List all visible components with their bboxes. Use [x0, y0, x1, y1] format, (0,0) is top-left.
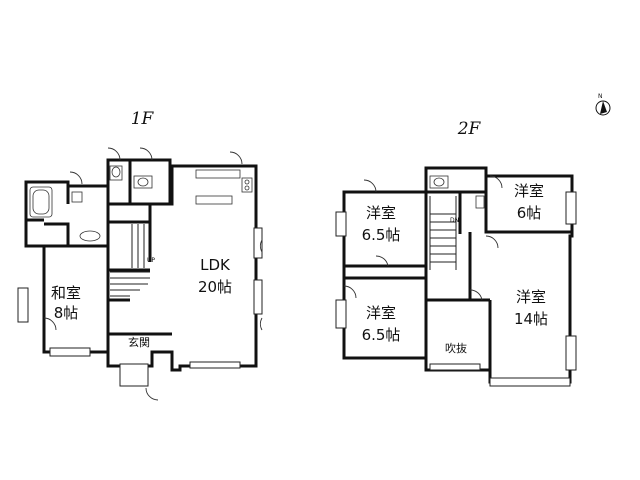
- exterior-wall-2f: [342, 166, 574, 384]
- stair-up-mark: UP: [147, 257, 155, 264]
- window-washitsu-west: [17, 287, 29, 323]
- door-swing-2f-2: [375, 255, 389, 267]
- bathtub-inner-icon: [32, 189, 50, 215]
- stair-down-mark: DN: [450, 217, 459, 224]
- floor-2f: 2F DN 洋室 6.5帖 洋室 6.5帖 吹抜: [335, 119, 577, 387]
- bathtub-icon: [29, 186, 53, 218]
- door-swing-7: [260, 317, 263, 331]
- window-fukinuke-south: [429, 363, 481, 371]
- stove-icon: [241, 177, 253, 193]
- window-room2-west: [335, 299, 347, 329]
- door-swing-2f-1: [363, 179, 377, 193]
- north-arrow-icon: N: [595, 93, 611, 116]
- burner-icon-2: [244, 185, 250, 191]
- toilet-bowl-icon: [111, 166, 121, 178]
- door-swing-4: [69, 171, 83, 185]
- window-room3-east: [565, 191, 577, 225]
- room-yoshitsu-3-name: 洋室: [514, 182, 544, 200]
- toilet-icon: [137, 177, 149, 187]
- window-ldk-south: [189, 361, 241, 369]
- window-washitsu-south: [49, 347, 91, 357]
- interior-wall-2f: [344, 176, 572, 382]
- door-swing-8: [145, 387, 159, 401]
- toilet-icon-2: [109, 165, 123, 181]
- burner-icon: [244, 179, 250, 185]
- sink-icon: [79, 230, 101, 242]
- room-ldk-name: LDK: [200, 256, 231, 274]
- room-yoshitsu-2-name: 洋室: [366, 304, 396, 322]
- toilet-room-fixture-2f: [429, 175, 449, 189]
- door-swing-3: [229, 151, 243, 165]
- room-yoshitsu-4-size: 14帖: [514, 310, 548, 328]
- kitchen-island: [195, 195, 233, 205]
- door-swing-1: [107, 147, 121, 161]
- washing-machine-icon: [71, 191, 83, 203]
- door-swing-6: [260, 239, 263, 253]
- floor-label-2f: 2F: [457, 119, 482, 139]
- window-ldk-east-1: [253, 227, 263, 259]
- door-swing-2f-6: [469, 289, 483, 301]
- room-yoshitsu-1-size: 6.5帖: [362, 226, 401, 244]
- room-fukinuke-name: 吹抜: [445, 341, 467, 355]
- window-room4-east: [565, 335, 577, 371]
- room-yoshitsu-4-name: 洋室: [516, 288, 546, 306]
- toilet-room-fixture-icon: [133, 175, 153, 189]
- floor-1f: 1F UP: [17, 109, 263, 401]
- window-ldk-east-2: [253, 279, 263, 315]
- room-yoshitsu-2-size: 6.5帖: [362, 326, 401, 344]
- staircase-1f: UP: [110, 224, 155, 297]
- toilet-icon-2f: [433, 177, 445, 187]
- room-washitsu-name: 和室: [51, 284, 81, 302]
- door-swing-2f-3: [343, 285, 357, 299]
- room-yoshitsu-1-name: 洋室: [366, 204, 396, 222]
- door-swing-2: [139, 147, 153, 161]
- door-swing-2f-4: [489, 175, 503, 189]
- kitchen-counter: [195, 169, 241, 179]
- room-washitsu-size: 8帖: [54, 304, 79, 322]
- room-ldk-size: 20帖: [198, 278, 232, 296]
- window-room1-west: [335, 211, 347, 237]
- interior-wall-1f: [26, 160, 172, 352]
- floor-label-1f: 1F: [131, 109, 155, 129]
- room-yoshitsu-3-size: 6帖: [517, 204, 542, 222]
- balcony-2f: [489, 377, 571, 387]
- sink-icon-2f: [475, 195, 485, 209]
- room-genkan-name: 玄関: [128, 335, 150, 349]
- door-swing-2f-5: [485, 235, 499, 249]
- porch-1f: [119, 363, 149, 387]
- compass-letter: N: [598, 93, 603, 100]
- door-swing-5: [43, 317, 57, 331]
- staircase-2f: DN: [429, 196, 459, 270]
